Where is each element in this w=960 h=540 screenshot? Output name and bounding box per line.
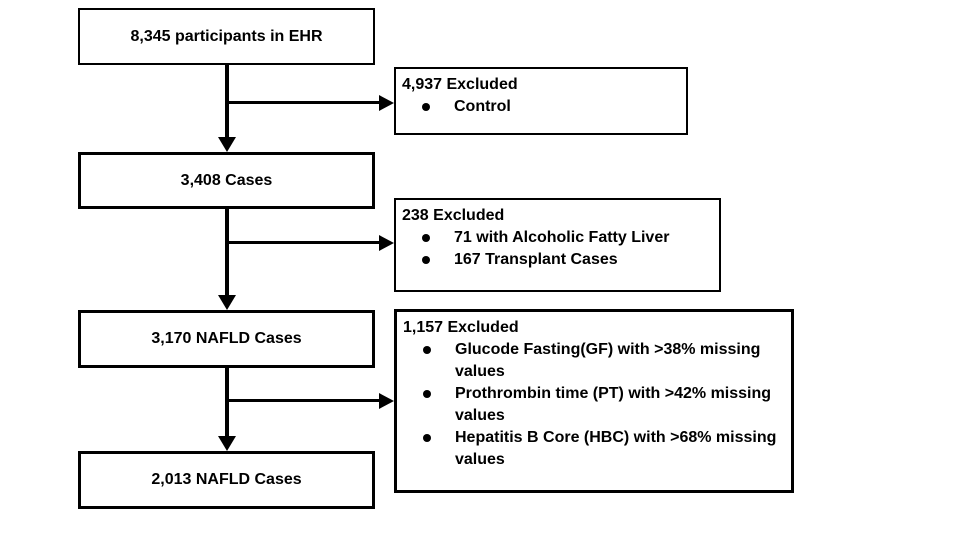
exclusion-reason: Prothrombin time (PT) with >42% missing …: [455, 385, 772, 424]
exclusion-title: 238 Excluded: [402, 207, 505, 224]
arrow-down-icon: [218, 295, 236, 310]
connector-line: [225, 208, 229, 298]
flow-box-label: 8,345 participants in EHR: [130, 27, 323, 45]
flow-box-label: 2,013 NAFLD Cases: [151, 471, 302, 488]
exclusion-reason: 71 with Alcoholic Fatty Liver: [454, 229, 670, 246]
arrow-down-icon: [218, 137, 236, 152]
exclusion-box-missing-values: 1,157 Excluded Glucode Fasting(GF) with …: [394, 309, 794, 493]
list-item: Control: [402, 96, 680, 118]
arrow-down-icon: [218, 436, 236, 451]
bullet-icon: [422, 234, 430, 242]
exclusion-reason: Hepatitis B Core (HBC) with >68% missing…: [455, 429, 777, 468]
list-item: Glucode Fasting(GF) with >38% missing va…: [403, 339, 785, 383]
exclusion-box-control: 4,937 Excluded Control: [394, 67, 688, 135]
arrow-right-icon: [379, 235, 394, 251]
connector-line: [227, 399, 380, 402]
arrow-right-icon: [379, 393, 394, 409]
connector-line: [227, 241, 380, 244]
exclusion-reason: Glucode Fasting(GF) with >38% missing va…: [455, 341, 761, 380]
flow-box-nafld-cases: 3,170 NAFLD Cases: [78, 310, 375, 368]
exclusion-reason: Control: [454, 98, 511, 115]
flow-box-label: 3,408 Cases: [180, 171, 273, 189]
bullet-icon: [423, 346, 431, 354]
list-item: 71 with Alcoholic Fatty Liver: [402, 227, 713, 249]
bullet-icon: [423, 390, 431, 398]
list-item: Prothrombin time (PT) with >42% missing …: [403, 383, 785, 427]
flow-box-participants: 8,345 participants in EHR: [78, 8, 375, 65]
bullet-icon: [423, 434, 431, 442]
exclusion-reason: 167 Transplant Cases: [454, 251, 618, 268]
bullet-icon: [422, 103, 430, 111]
exclusion-list: 71 with Alcoholic Fatty Liver 167 Transp…: [402, 227, 713, 271]
bullet-icon: [422, 256, 430, 264]
list-item: 167 Transplant Cases: [402, 249, 713, 271]
exclusion-list: Glucode Fasting(GF) with >38% missing va…: [403, 339, 785, 471]
list-item: Hepatitis B Core (HBC) with >68% missing…: [403, 427, 785, 471]
exclusion-box-alcoholic-transplant: 238 Excluded 71 with Alcoholic Fatty Liv…: [394, 198, 721, 292]
exclusion-title: 4,937 Excluded: [402, 76, 518, 93]
arrow-right-icon: [379, 95, 394, 111]
flow-box-cases: 3,408 Cases: [78, 152, 375, 209]
flow-box-final-nafld-cases: 2,013 NAFLD Cases: [78, 451, 375, 509]
connector-line: [227, 101, 380, 104]
exclusion-list: Control: [402, 96, 680, 118]
connector-line: [225, 367, 229, 439]
exclusion-title: 1,157 Excluded: [403, 319, 519, 336]
flow-box-label: 3,170 NAFLD Cases: [151, 330, 302, 347]
